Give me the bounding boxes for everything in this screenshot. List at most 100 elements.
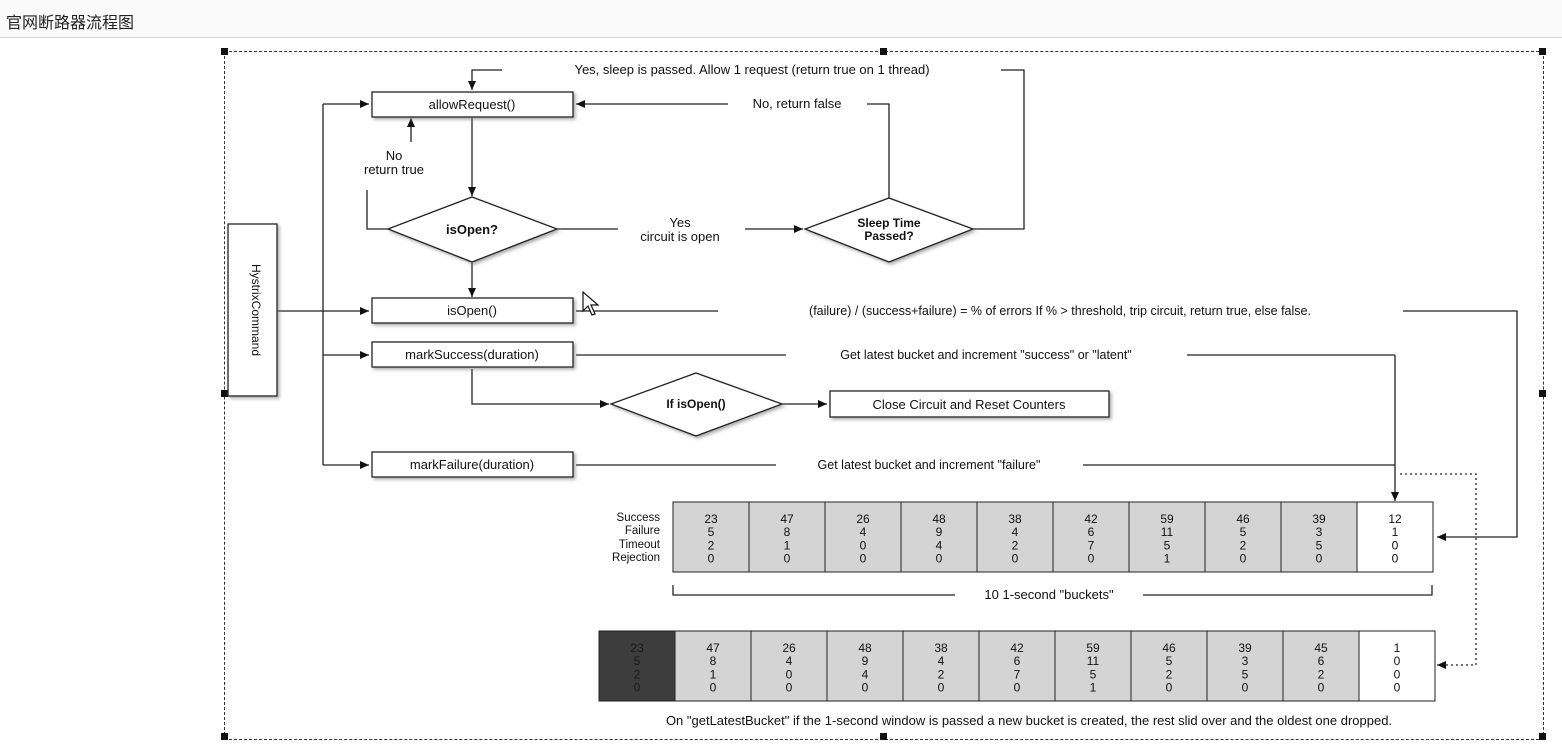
- mark-success-label: markSuccess(duration): [405, 347, 539, 362]
- top-bucket-value: 0: [1316, 552, 1323, 566]
- bottom-bucket-value: 11: [1087, 654, 1100, 668]
- bottom-bucket-cell: [1282, 630, 1360, 702]
- top-bucket-value: 5: [708, 525, 715, 539]
- top-bucket-value: 0: [936, 552, 943, 566]
- top-bucket-value: 4: [936, 538, 943, 552]
- bottom-bucket-cell: [1130, 630, 1208, 702]
- bottom-bucket-value: 0: [1318, 681, 1325, 695]
- bottom-bucket-value: 0: [1394, 681, 1401, 695]
- resize-handle-middle-right[interactable]: [1539, 390, 1546, 397]
- close-circuit-box: Close Circuit and Reset Counters: [829, 390, 1110, 418]
- top-bucket-value: 46: [1236, 512, 1250, 526]
- connector-lines: [277, 69, 1518, 669]
- top-bucket-value: 11: [1161, 525, 1174, 539]
- return-true-label: return true: [364, 162, 424, 177]
- resize-handle-top-left[interactable]: [221, 48, 228, 55]
- top-bucket-value: 0: [784, 552, 791, 566]
- bottom-bucket-cell: [1206, 630, 1284, 702]
- sleep-time-decision: Sleep Time Passed?: [803, 197, 975, 263]
- bottom-bucket-value: 5: [1166, 654, 1173, 668]
- top-bucket-value: 6: [1088, 525, 1095, 539]
- top-bucket-value: 2: [1240, 538, 1247, 552]
- bottom-bucket-value: 1: [710, 667, 717, 681]
- bucket-row-labels: Success Failure Timeout Rejection: [612, 512, 661, 564]
- top-bucket-value: 48: [932, 512, 946, 526]
- top-bucket-cell: [1204, 501, 1282, 573]
- top-bucket-value: 0: [1392, 552, 1399, 566]
- hystrix-command-label: HystrixCommand: [249, 264, 263, 356]
- top-bucket-value: 8: [784, 525, 791, 539]
- bottom-bucket-value: 0: [938, 681, 945, 695]
- resize-handle-top-right[interactable]: [1539, 48, 1546, 55]
- close-circuit-label: Close Circuit and Reset Counters: [873, 397, 1066, 412]
- bottom-bucket-value: 2: [1318, 667, 1325, 681]
- bottom-bucket-value: 0: [1166, 681, 1173, 695]
- top-bucket-value: 0: [860, 538, 867, 552]
- error-formula-label: (failure) / (success+failure) = % of err…: [809, 304, 1311, 318]
- bottom-bucket-value: 38: [934, 641, 948, 655]
- bottom-bucket-value: 7: [1014, 667, 1021, 681]
- bottom-bucket-value: 0: [710, 681, 717, 695]
- bottom-bucket-value: 47: [706, 641, 720, 655]
- resize-handle-bottom-left[interactable]: [221, 733, 228, 740]
- row-label-failure: Failure: [625, 525, 660, 537]
- top-bucket-value: 47: [780, 512, 794, 526]
- top-bucket-value: 38: [1008, 512, 1022, 526]
- bottom-bucket-value: 0: [1014, 681, 1021, 695]
- top-bucket-value: 1: [1164, 552, 1171, 566]
- top-bucket-value: 0: [1240, 552, 1247, 566]
- bottom-bucket-value: 0: [786, 681, 793, 695]
- bottom-bucket-value: 8: [710, 654, 717, 668]
- bottom-bucket-value: 0: [1242, 681, 1249, 695]
- bottom-bucket-value: 0: [862, 681, 869, 695]
- top-bucket-cell: [672, 501, 750, 573]
- is-open-method-box: isOpen(): [371, 297, 574, 324]
- resize-handle-middle-left[interactable]: [221, 390, 228, 397]
- resize-handle-bottom-right[interactable]: [1539, 733, 1546, 740]
- top-bucket-value: 1: [1392, 525, 1399, 539]
- resize-handle-top-center[interactable]: [880, 48, 887, 55]
- bottom-bucket-cell: [978, 630, 1056, 702]
- title-bar: 官网断路器流程图: [0, 0, 1562, 38]
- top-bucket-value: 0: [708, 552, 715, 566]
- bottom-bucket-cell: [1358, 630, 1436, 702]
- top-bucket-value: 0: [1088, 552, 1095, 566]
- bottom-bucket-value: 23: [630, 641, 644, 655]
- top-bucket-value: 9: [936, 525, 943, 539]
- bottom-bucket-value: 5: [634, 654, 641, 668]
- bottom-bucket-value: 0: [786, 667, 793, 681]
- no-return-false-label: No, return false: [753, 96, 842, 111]
- allow-request-box: allowRequest(): [371, 91, 574, 118]
- top-bucket-value: 1: [784, 538, 791, 552]
- mark-success-box: markSuccess(duration): [371, 341, 574, 368]
- bottom-bucket-value: 46: [1162, 641, 1176, 655]
- bottom-bucket-value: 4: [938, 654, 945, 668]
- top-bucket-value: 26: [856, 512, 870, 526]
- bottom-bucket-value: 0: [1394, 667, 1401, 681]
- mark-failure-box: markFailure(duration): [371, 451, 574, 478]
- buckets-bottom-row: 2352047810264004894038420426705911514652…: [598, 630, 1436, 702]
- top-bucket-cell: [1280, 501, 1358, 573]
- bottom-bucket-value: 59: [1086, 641, 1100, 655]
- resize-handle-bottom-center[interactable]: [880, 733, 887, 740]
- bottom-bucket-value: 2: [1166, 667, 1173, 681]
- bottom-bucket-value: 6: [1014, 654, 1021, 668]
- bottom-bucket-value: 0: [634, 681, 641, 695]
- bottom-bucket-cell: [902, 630, 980, 702]
- allow-request-label: allowRequest(): [429, 97, 516, 112]
- latest-failure-label: Get latest bucket and increment "failure…: [818, 458, 1041, 472]
